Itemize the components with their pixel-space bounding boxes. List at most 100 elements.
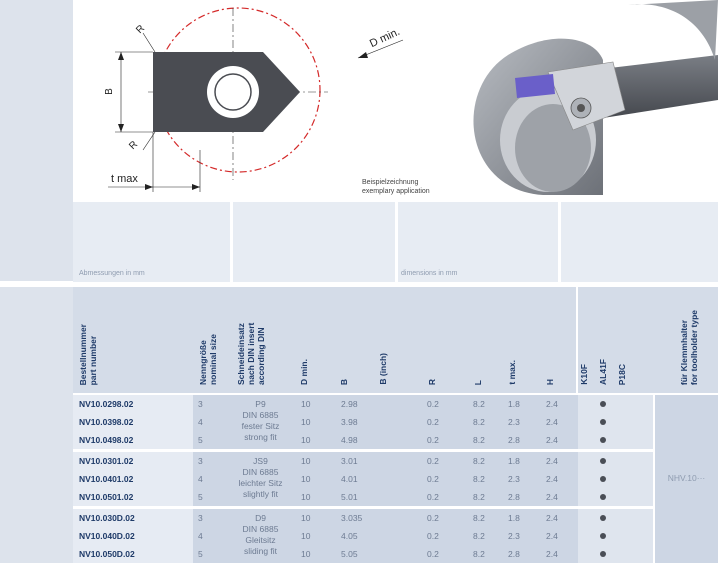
col-dmin: D min.	[299, 359, 309, 385]
fit-de: fester Sitz	[241, 421, 280, 431]
dmin-value: 10	[301, 399, 311, 409]
r-value: 0.2	[427, 399, 439, 409]
nominal-size: 3	[198, 456, 203, 466]
group-part-col	[73, 395, 193, 449]
clamp-screw-socket	[577, 104, 585, 112]
b-value: 5.01	[341, 492, 358, 502]
dmin-value: 10	[301, 435, 311, 445]
h-value: 2.4	[546, 492, 558, 502]
tmax-value: 1.8	[508, 399, 520, 409]
part-number: NV10.0301.02	[79, 456, 134, 466]
tmax-value: 2.8	[508, 435, 520, 445]
label-b: B	[103, 88, 115, 95]
col-b: B	[339, 378, 349, 385]
table-row: NV10.0298.02 3 10 2.98 0.2 8.2 1.8 2.4	[73, 395, 653, 413]
fit-standard: DIN 6885	[242, 467, 279, 477]
col-grade-al41f: AL41F	[598, 359, 608, 385]
nominal-size: 5	[198, 549, 203, 559]
table-row: NV10.0498.02 5 10 4.98 0.2 8.2 2.8 2.4	[73, 431, 653, 449]
fit-label: P9 DIN 6885 fester Sitz strong fit	[228, 399, 293, 443]
part-number: NV10.050D.02	[79, 549, 135, 559]
tmax-arrow	[145, 184, 153, 190]
part-number: NV10.0398.02	[79, 417, 134, 427]
tmax-value: 2.8	[508, 492, 520, 502]
h-value: 2.4	[546, 513, 558, 523]
availability-dot	[600, 476, 606, 482]
part-number: NV10.0298.02	[79, 399, 134, 409]
fit-label: JS9 DIN 6885 leichter Sitz slightly fit	[228, 456, 293, 500]
caption-de: Beispielzeichnung	[362, 179, 419, 186]
availability-dot	[600, 515, 606, 521]
l-value: 8.2	[473, 474, 485, 484]
tmax-value: 2.3	[508, 474, 520, 484]
band-divider-1	[230, 202, 233, 282]
outer-collar	[628, 0, 718, 60]
col-insert-din: Schneideinsatz nach DIN insert according…	[236, 307, 266, 385]
b-value: 3.98	[341, 417, 358, 427]
table-row: NV10.0398.02 4 10 3.98 0.2 8.2 2.3 2.4	[73, 413, 653, 431]
label-tmax: t max	[111, 173, 138, 185]
fit-label: D9 DIN 6885 Gleitsitz sliding fit	[228, 513, 293, 557]
insert-drawing-svg	[108, 7, 404, 192]
dmin-value: 10	[301, 474, 311, 484]
l-value: 8.2	[473, 492, 485, 502]
insert-bore-inner	[214, 73, 252, 111]
h-value: 2.4	[546, 435, 558, 445]
availability-dot	[600, 494, 606, 500]
table-row: NV10.040D.02 4 10 4.05 0.2 8.2 2.3 2.4	[73, 527, 653, 545]
fit-standard: DIN 6885	[242, 410, 279, 420]
r-top-leader	[142, 32, 156, 53]
render-svg	[453, 0, 718, 200]
fit-standard: DIN 6885	[242, 524, 279, 534]
table-row: NV10.0501.02 5 10 5.01 0.2 8.2 2.8 2.4	[73, 488, 653, 506]
col-holder-de: für Klemmhalter	[679, 319, 689, 385]
nominal-size: 5	[198, 492, 203, 502]
h-value: 2.4	[546, 549, 558, 559]
col-part-de: Bestellnummer	[78, 323, 88, 385]
dmin-value: 10	[301, 417, 311, 427]
table-row: NV10.0401.02 4 10 4.01 0.2 8.2 2.3 2.4	[73, 470, 653, 488]
l-value: 8.2	[473, 456, 485, 466]
nominal-size: 3	[198, 513, 203, 523]
h-value: 2.4	[546, 531, 558, 541]
col-size-de: Nenngröße	[198, 340, 208, 385]
group-grade-col	[578, 509, 653, 563]
part-number: NV10.0501.02	[79, 492, 134, 502]
b-value: 4.01	[341, 474, 358, 484]
b-value: 3.01	[341, 456, 358, 466]
left-margin-strip	[0, 0, 73, 563]
col-h: H	[545, 378, 555, 385]
part-number: NV10.0498.02	[79, 435, 134, 445]
toolholder-type: NHV.10···	[667, 473, 706, 483]
l-value: 8.2	[473, 399, 485, 409]
h-value: 2.4	[546, 399, 558, 409]
h-value: 2.4	[546, 456, 558, 466]
col-b-inch: B (inch)	[378, 353, 388, 385]
col-tmax: t max.	[507, 360, 517, 385]
part-number: NV10.030D.02	[79, 513, 135, 523]
fit-group-sliding: D9 DIN 6885 Gleitsitz sliding fit NV10.0…	[73, 509, 718, 563]
band-divider-2	[395, 202, 398, 282]
r-value: 0.2	[427, 513, 439, 523]
notes-band: Abmessungen in mm dimensions in mm	[73, 202, 718, 282]
l-value: 8.2	[473, 513, 485, 523]
nominal-size: 5	[198, 435, 203, 445]
nominal-size: 3	[198, 399, 203, 409]
col-size-en: nominal size	[208, 333, 218, 385]
r-value: 0.2	[427, 492, 439, 502]
group-grade-col	[578, 452, 653, 506]
r-value: 0.2	[427, 435, 439, 445]
fit-de: leichter Sitz	[238, 478, 283, 488]
group-part-col	[73, 509, 193, 563]
group-part-col	[73, 452, 193, 506]
dmin-value: 10	[301, 531, 311, 541]
l-value: 8.2	[473, 549, 485, 559]
nominal-size: 4	[198, 531, 203, 541]
b-value: 5.05	[341, 549, 358, 559]
tmax-value: 1.8	[508, 456, 520, 466]
l-value: 8.2	[473, 435, 485, 445]
